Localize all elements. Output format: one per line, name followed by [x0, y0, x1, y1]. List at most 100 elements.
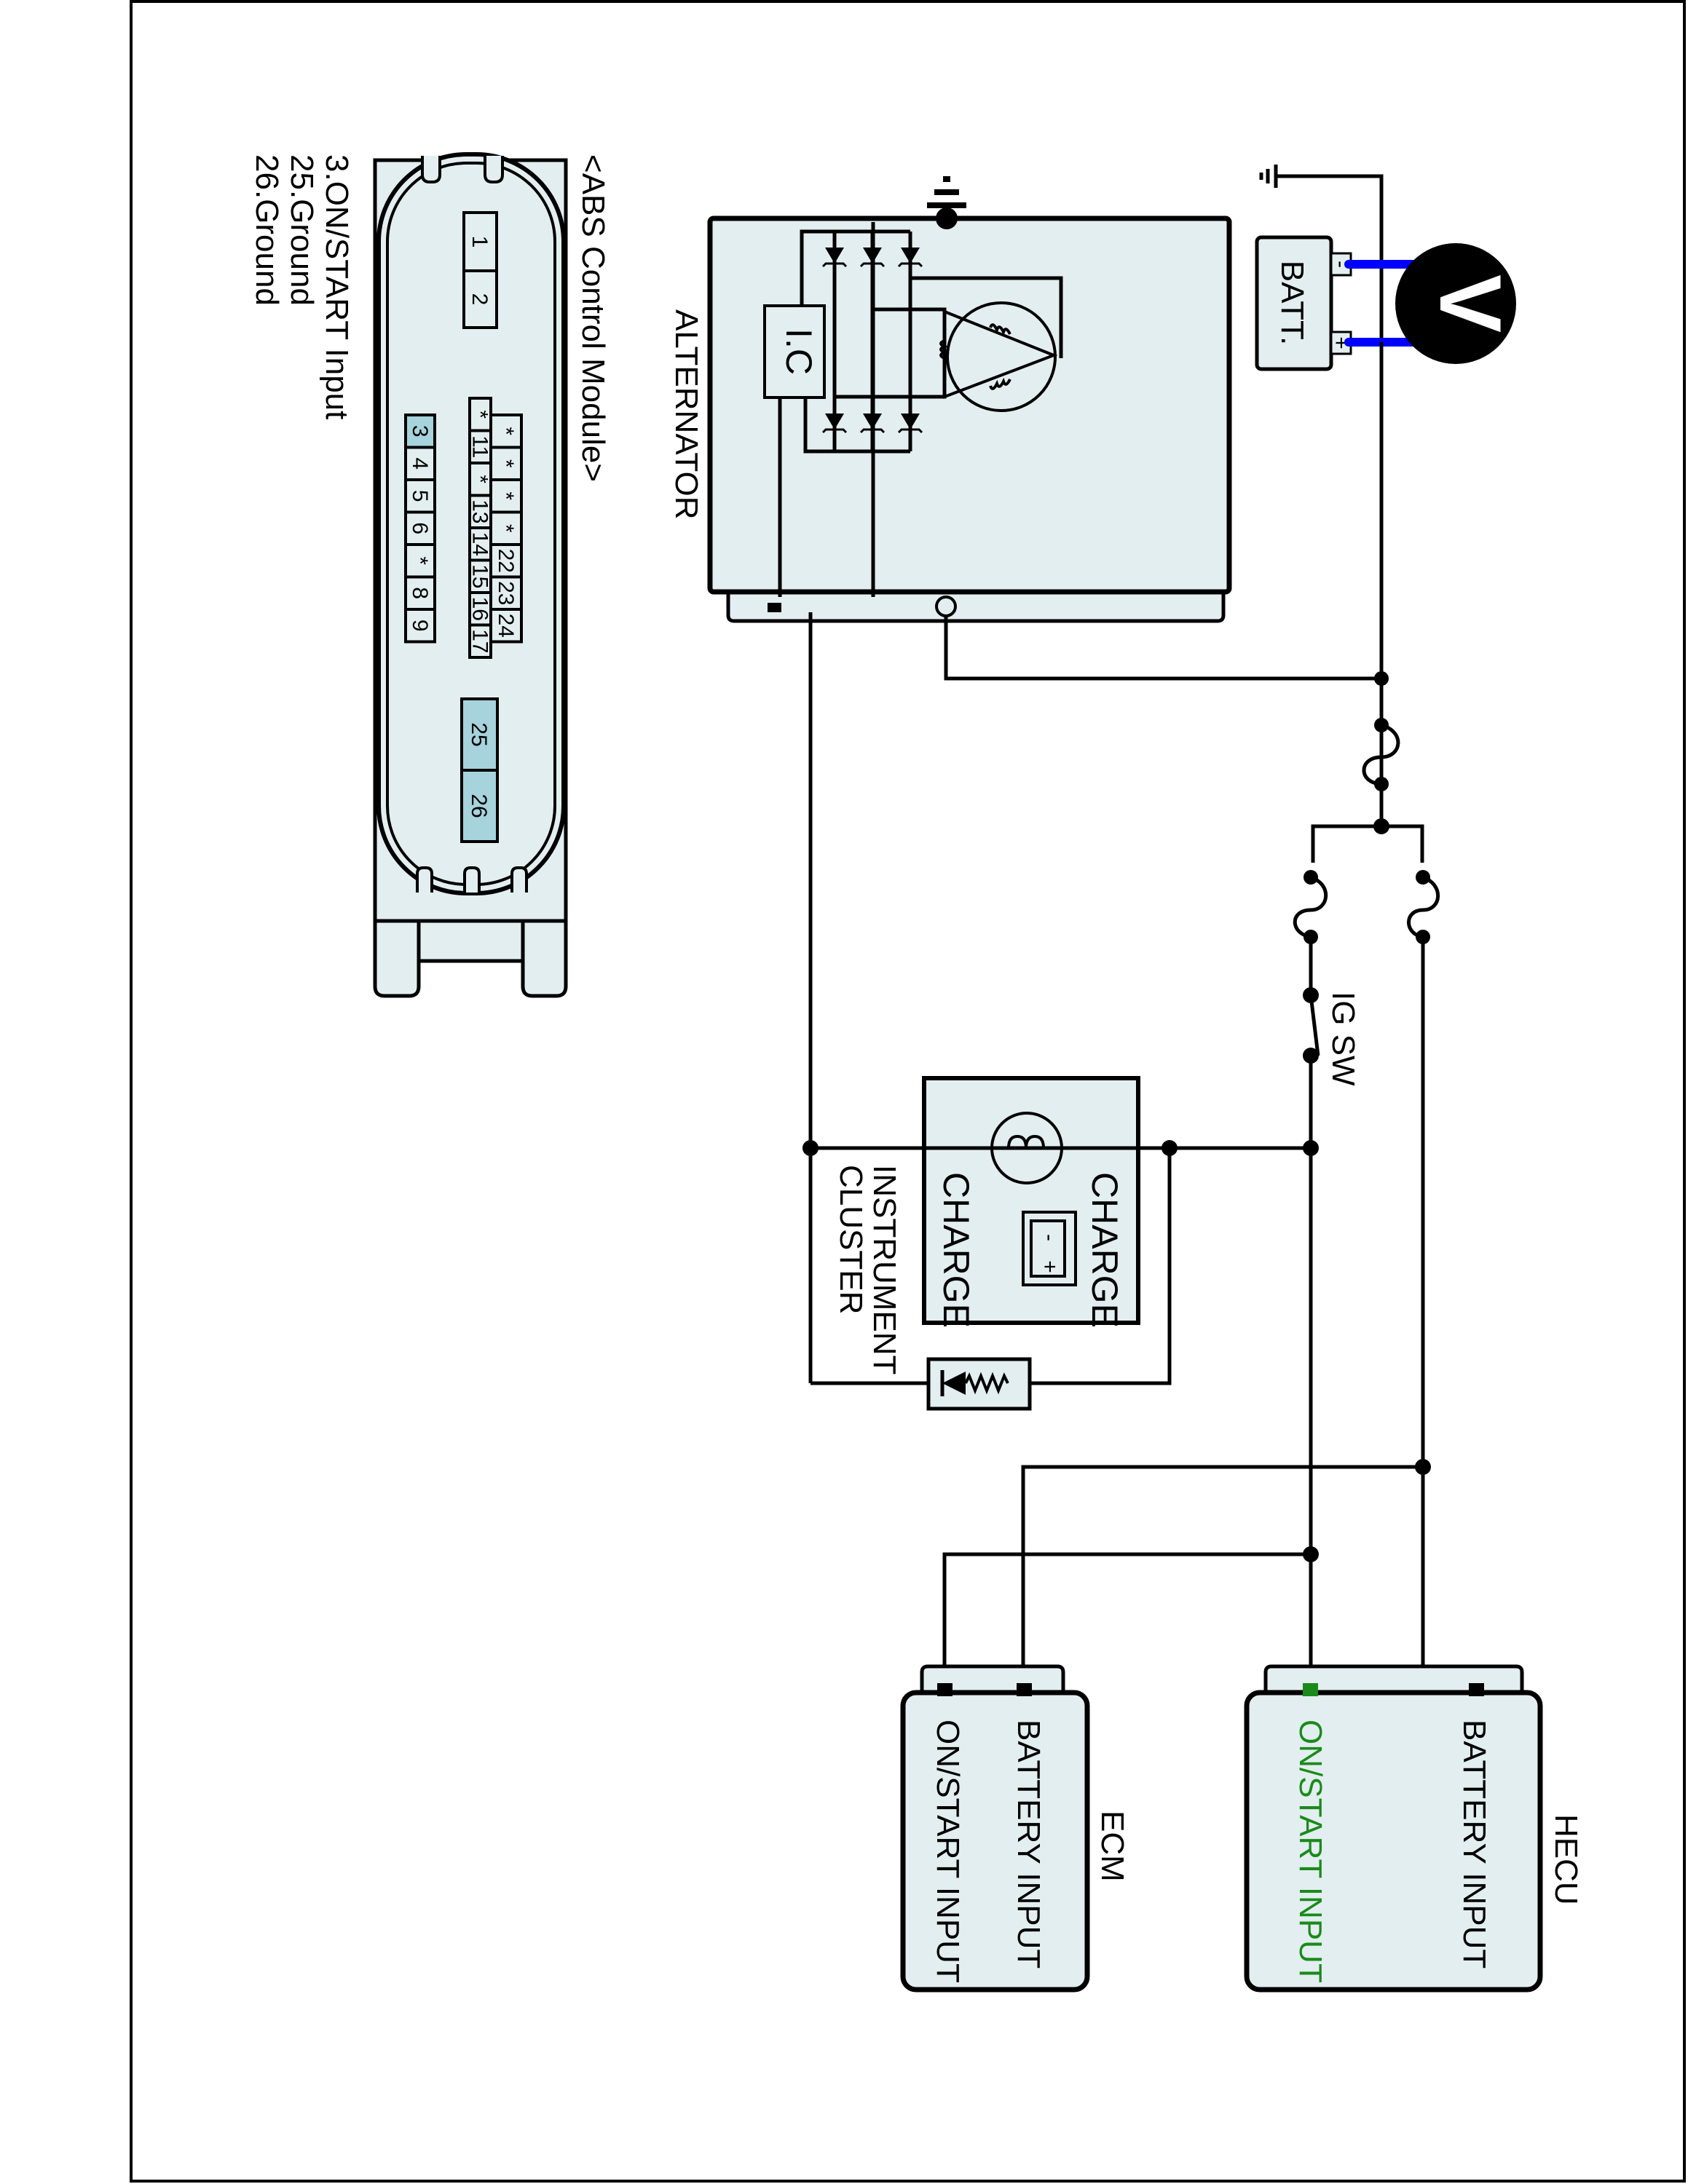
diode-icon	[942, 1372, 966, 1395]
abs-legend-pin26: 26.Ground	[249, 154, 285, 306]
abs-pin-label: *	[408, 556, 432, 565]
abs-pin-label: *	[494, 524, 518, 533]
ig-switch-icon[interactable]	[1309, 994, 1320, 1056]
stator-icon	[946, 301, 1057, 412]
charge-battery-pos: +	[1038, 1260, 1062, 1273]
ig-switch-label: IG SW	[1325, 992, 1361, 1086]
abs-pin-label: *	[468, 410, 492, 419]
rectifier-diode-icon	[825, 248, 844, 264]
abs-pin-4	[404, 446, 436, 481]
battery-body	[1255, 235, 1333, 371]
abs-pin-11	[468, 429, 492, 464]
instrument-cluster-label-2: CLUSTER	[833, 1165, 869, 1314]
voltmeter-icon[interactable]	[1395, 243, 1516, 364]
abs-pin-row-c: * * * * 22 23 24	[489, 414, 523, 644]
hecu-battery-pin	[1469, 1683, 1484, 1696]
charge-label-top: CHARGE	[1084, 1172, 1125, 1328]
abs-pin-24	[489, 608, 523, 644]
abs-pin-13	[468, 494, 492, 529]
abs-pin-label: 4	[408, 457, 432, 470]
charge-lamp-bulb-icon	[990, 1112, 1063, 1184]
abs-pin-16	[468, 591, 492, 627]
abs-pin-label: 22	[494, 549, 518, 573]
abs-pin-label: *	[494, 491, 518, 500]
abs-legend-pin25: 25.Ground	[284, 154, 320, 306]
charge-warning-lamp-panel	[922, 1076, 1140, 1325]
battery-fuse-icon	[1407, 875, 1440, 939]
abs-pin-label: 11	[468, 435, 492, 458]
ecm-body	[900, 1690, 1090, 1993]
ecm-battery-input-label: BATTERY INPUT	[1011, 1720, 1046, 1969]
regulator-ic	[763, 304, 826, 399]
alternator-b-terminal	[935, 596, 957, 617]
alternator-l-terminal	[768, 603, 781, 612]
rectifier-diode-icon	[901, 414, 920, 430]
abs-pin-label: 16	[468, 597, 492, 621]
abs-pin-label: 14	[468, 532, 492, 556]
hecu-label: HECU	[1548, 1814, 1584, 1905]
ecm-ignition-wire	[942, 1552, 1311, 1688]
abs-pin-15	[468, 558, 492, 594]
abs-pin-label: 3	[408, 425, 432, 438]
alternator: I.C	[707, 176, 1232, 623]
abs-connector-foot-left	[373, 919, 421, 998]
abs-connector-foot-right	[521, 919, 568, 998]
abs-pin-label: 13	[468, 499, 492, 523]
charge-battery-neg: -	[1038, 1234, 1062, 1241]
hecu-module: BATTERY INPUT ON/START INPUT	[1244, 1664, 1543, 1993]
abs-pin-label: *	[494, 427, 518, 435]
abs-pin-17	[468, 623, 492, 659]
abs-pin-2-label: 2	[468, 293, 492, 306]
page-frame	[130, 0, 1686, 2183]
voltmeter[interactable]: V	[1395, 243, 1519, 364]
abs-pin-label: 23	[494, 581, 518, 605]
abs-pin-26	[460, 769, 499, 843]
abs-pin-label: *	[468, 475, 492, 483]
alternator-label: ALTERNATOR	[669, 309, 704, 520]
charge-label-bottom: CHARGE	[936, 1172, 977, 1328]
rectifier-diode-icon	[863, 248, 882, 264]
ecm-on-start-input-label: ON/START INPUT	[930, 1720, 966, 1983]
alternator-body	[707, 215, 1232, 595]
ecm-battery-wire	[1021, 1465, 1423, 1688]
abs-pin-2	[462, 269, 498, 329]
voltmeter-label: V	[1421, 274, 1519, 333]
abs-pin-label: 8	[408, 587, 432, 599]
abs-pin-26-label: 26	[467, 794, 491, 818]
rectifier-diode-icon	[901, 248, 920, 264]
main-fuse-icon	[1362, 723, 1400, 786]
abs-pin-1-label: 1	[468, 236, 492, 248]
abs-pin-8	[404, 575, 436, 611]
hecu-body	[1244, 1690, 1543, 1993]
battery: BATT. - +	[1255, 235, 1353, 371]
alternator-output-wire	[944, 616, 1381, 681]
hecu-on-start-input-label: ON/START INPUT	[1293, 1720, 1328, 1983]
ecm-on-start-pin	[937, 1683, 953, 1696]
ecm-module: BATTERY INPUT ON/START INPUT	[900, 1664, 1090, 1993]
ecm-battery-pin	[1017, 1683, 1032, 1696]
rectifier-diode-icon	[825, 414, 844, 430]
ecm-label: ECM	[1095, 1811, 1130, 1882]
abs-pin-label: 24	[494, 614, 518, 638]
abs-pin-6	[404, 510, 436, 546]
abs-pin-label: 6	[408, 522, 432, 534]
abs-pin-unused	[468, 462, 492, 497]
hecu-on-start-pin	[1303, 1683, 1318, 1696]
abs-pin-label: *	[494, 459, 518, 468]
battery-neg-label: -	[1329, 261, 1353, 268]
rectifier-diode-icon	[863, 414, 882, 430]
regulator-ic-label: I.C	[778, 328, 819, 375]
abs-pin-group-large: 1 2	[462, 211, 498, 329]
abs-pin-25-label: 25	[467, 722, 491, 746]
abs-legend-pin3: 3.ON/START Input	[319, 154, 355, 419]
abs-pin-1	[462, 211, 498, 272]
ig-fuse-icon	[1293, 875, 1328, 939]
abs-pin-9	[404, 608, 436, 644]
battery-label: BATT.	[1274, 261, 1310, 346]
instrument-cluster: - + CHARGE CHARGE	[811, 1076, 1311, 1411]
abs-pin-label: 9	[408, 620, 432, 632]
